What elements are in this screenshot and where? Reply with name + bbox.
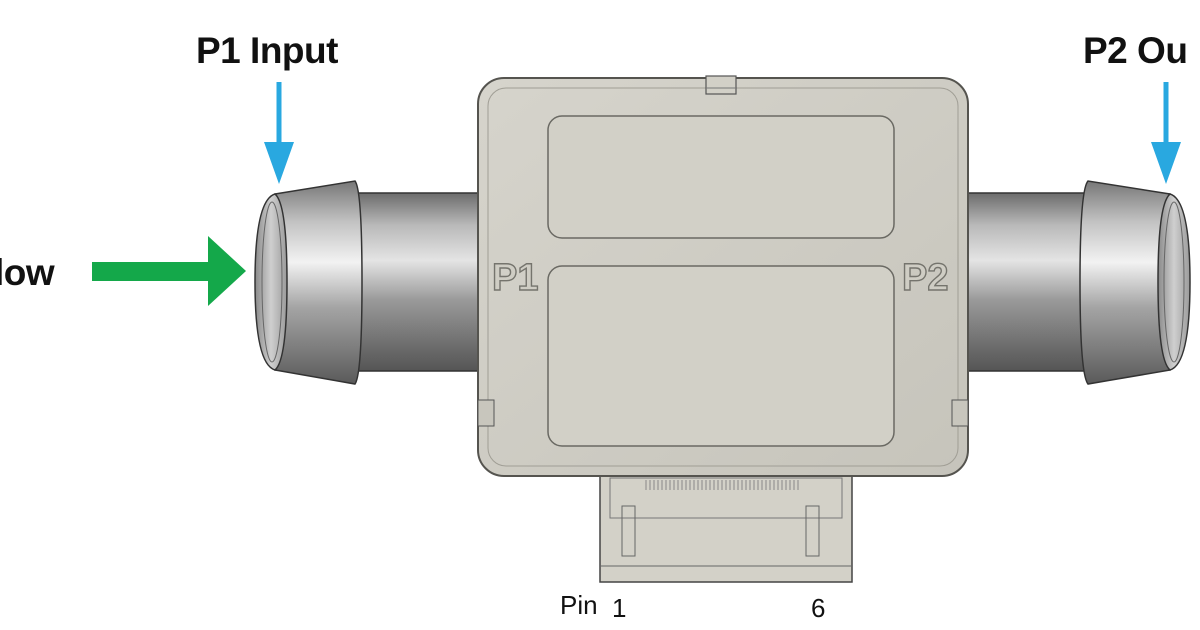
flow-label: low [0,252,55,293]
flow-direction-arrow-icon [92,236,246,306]
electrical-connector [599,469,853,583]
pin-1-label: 1 [612,593,627,623]
port-label-p1: P1 [492,257,538,299]
pin-label: Pin [560,590,598,620]
port-label-p2: P2 [902,257,948,299]
p1-input-label: P1 Input [196,30,338,71]
left-port-tube [254,180,489,385]
p2-pressure-arrow-icon [1151,82,1181,184]
right-port-tube [954,180,1191,385]
sensor-body: P1 P2 [477,75,969,477]
p1-pressure-arrow-icon [264,82,294,184]
p2-output-label: P2 Ou [1083,30,1188,71]
pin-6-label: 6 [811,593,826,623]
